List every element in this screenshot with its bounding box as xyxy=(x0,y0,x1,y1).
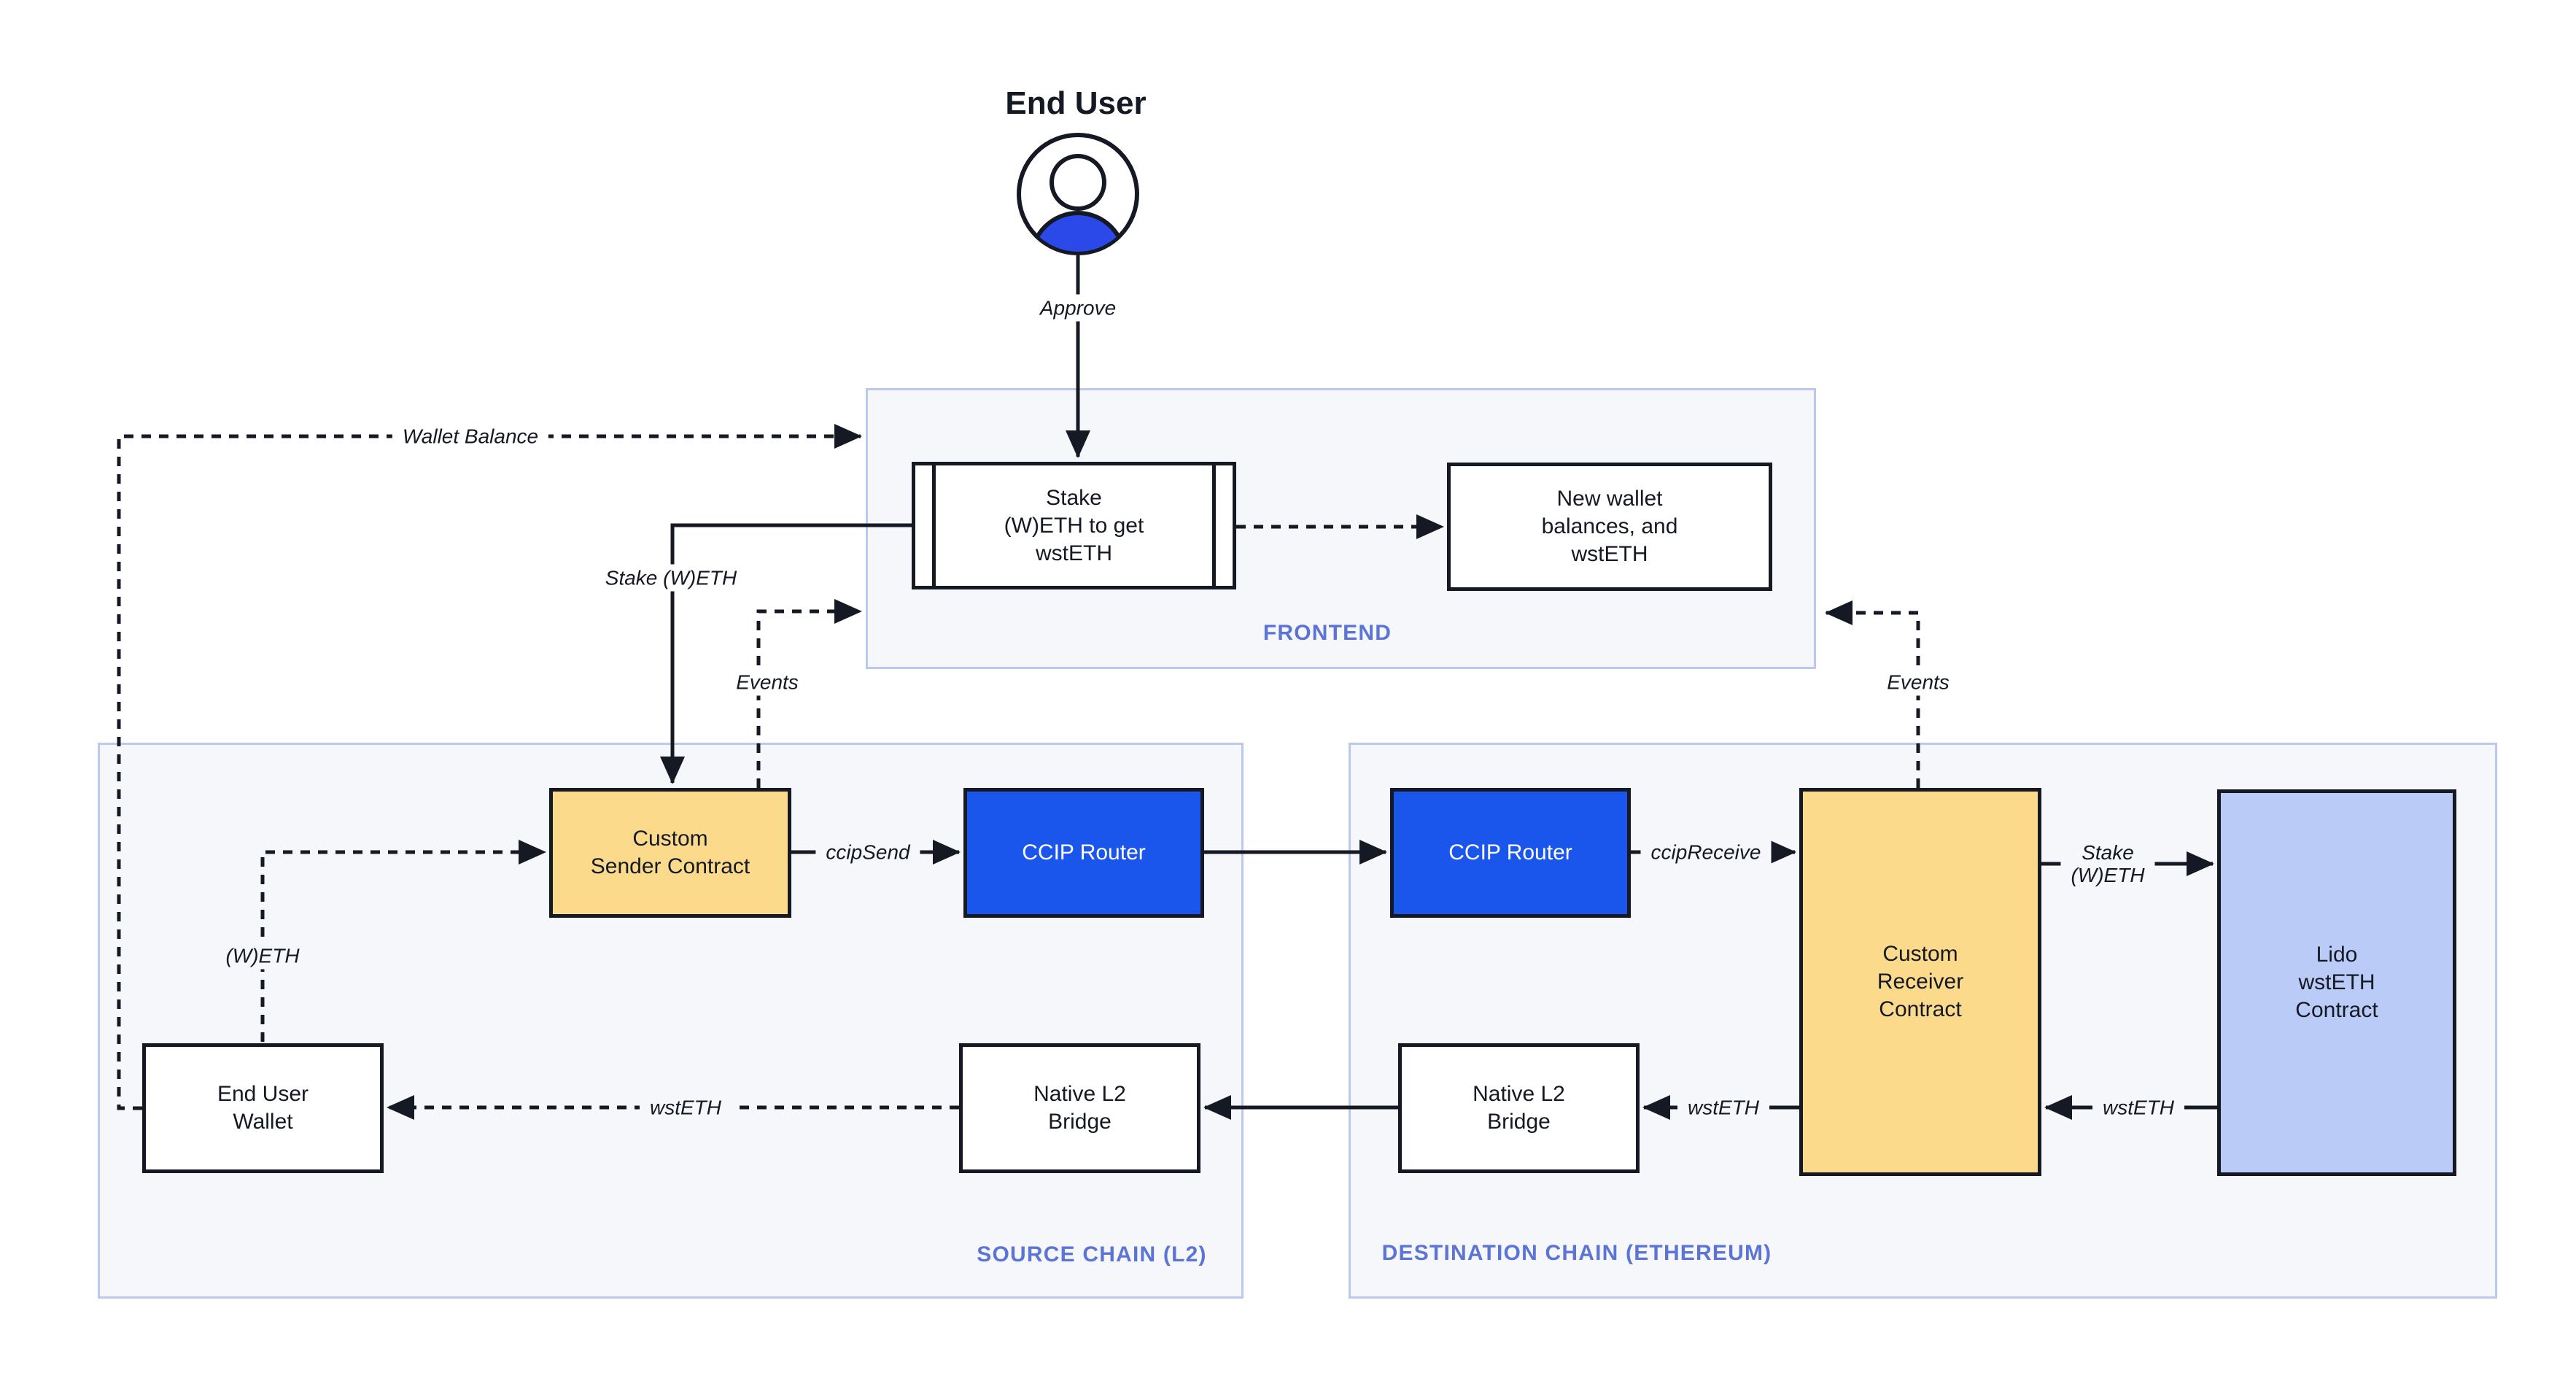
ccip-router-source-label: CCIP Router xyxy=(1022,840,1146,865)
source-chain-label: SOURCE CHAIN (L2) xyxy=(977,1242,1207,1266)
edge-label-approve: Approve xyxy=(1029,294,1127,322)
edge-label-ccipsend: ccipSend xyxy=(815,838,920,866)
lido-wsteth-label: Lido wstETH Contract xyxy=(2295,943,2378,1022)
edge-label-wsteth-to-bridge: wstETH xyxy=(1677,1094,1769,1121)
native-l2-bridge-destination-label: Native L2 Bridge xyxy=(1473,1082,1565,1134)
edge-label-events-right: Events xyxy=(1877,668,1960,696)
native-l2-bridge-source-label: Native L2 Bridge xyxy=(1033,1082,1126,1134)
edge-label-stake-weth: Stake (W)ETH xyxy=(594,564,748,592)
edge-label-stake-weth-right: Stake (W)ETH xyxy=(2060,839,2155,889)
custom-receiver-contract: Custom Receiver Contract xyxy=(1799,788,2041,1176)
subroutine-bar-right xyxy=(1212,465,1216,586)
custom-sender-label: Custom Sender Contract xyxy=(590,827,750,878)
edge-label-weth: (W)ETH xyxy=(215,942,310,970)
end-user-wallet-label: End User Wallet xyxy=(217,1082,309,1134)
edge-label-wallet-balance: Wallet Balance xyxy=(392,422,549,450)
custom-receiver-label: Custom Receiver Contract xyxy=(1877,942,1964,1021)
lido-wsteth-contract: Lido wstETH Contract xyxy=(2217,789,2456,1176)
person-icon xyxy=(1017,133,1139,255)
end-user-title: End User xyxy=(1005,85,1147,121)
edge-label-stake-weth-right-line1: Stake xyxy=(2082,841,2134,864)
stake-weth-box-label: Stake (W)ETH to get wstETH xyxy=(1004,485,1144,565)
edge-label-wsteth-from-lido: wstETH xyxy=(2092,1094,2184,1121)
ccip-router-destination-label: CCIP Router xyxy=(1448,840,1572,865)
frontend-label: FRONTEND xyxy=(1262,621,1392,645)
edge-label-events-left: Events xyxy=(726,668,809,696)
edge-label-wsteth-to-wallet: wstETH xyxy=(640,1094,732,1121)
edge-label-ccipreceive: ccipReceive xyxy=(1640,838,1772,866)
native-l2-bridge-destination: Native L2 Bridge xyxy=(1398,1043,1640,1173)
subroutine-bar-left xyxy=(932,465,936,586)
new-wallet-box-label: New wallet balances, and wstETH xyxy=(1541,487,1678,566)
destination-chain-label: DESTINATION CHAIN (ETHEREUM) xyxy=(1381,1241,1772,1265)
ccip-router-source: CCIP Router xyxy=(963,788,1204,918)
native-l2-bridge-source: Native L2 Bridge xyxy=(959,1043,1200,1173)
end-user-wallet: End User Wallet xyxy=(142,1043,384,1173)
stake-weth-box: Stake (W)ETH to get wstETH xyxy=(912,462,1236,589)
custom-sender-contract: Custom Sender Contract xyxy=(549,788,791,918)
ccip-router-destination: CCIP Router xyxy=(1390,788,1631,918)
new-wallet-box: New wallet balances, and wstETH xyxy=(1447,463,1772,591)
edge-label-stake-weth-right-line2: (W)ETH xyxy=(2071,864,2145,886)
